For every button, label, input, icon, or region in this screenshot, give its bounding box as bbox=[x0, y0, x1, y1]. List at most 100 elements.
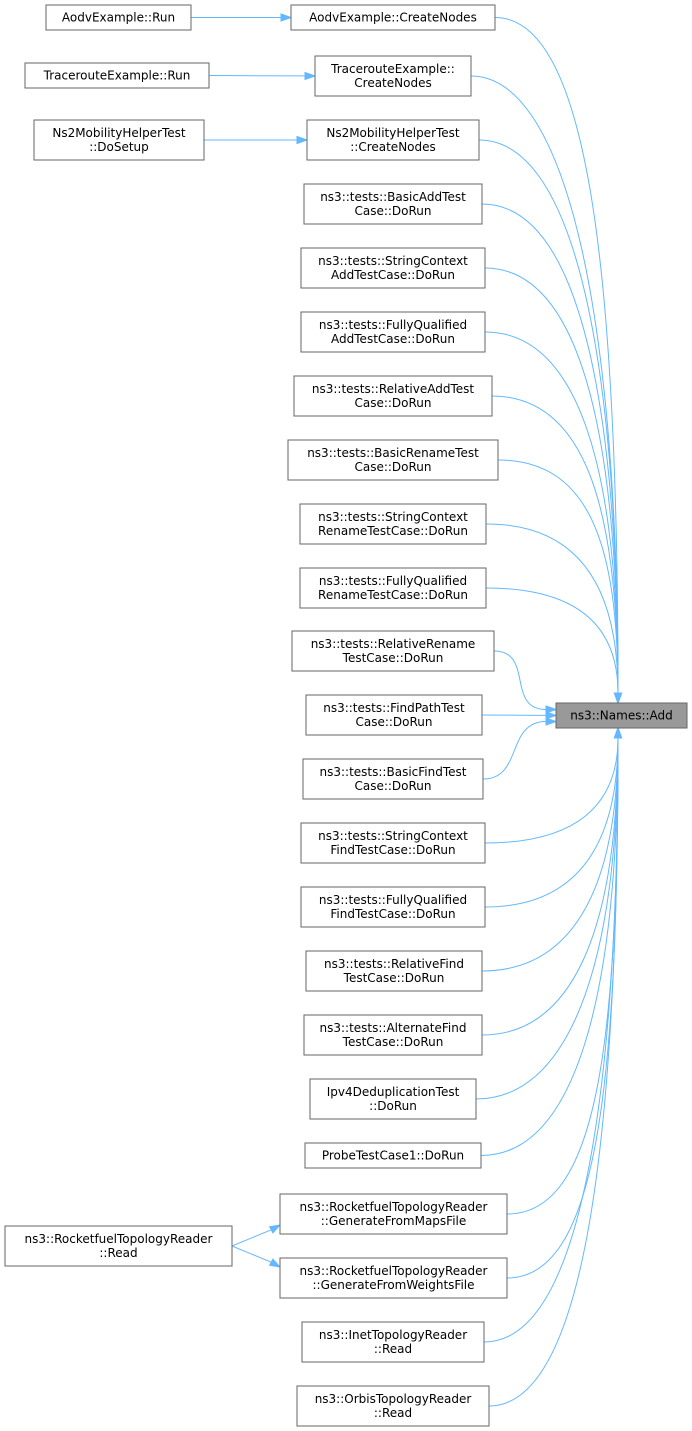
edge-ns2-setup-to-ns2-create bbox=[204, 135, 309, 145]
node-probe[interactable]: ProbeTestCase1::DoRun bbox=[304, 1142, 482, 1169]
edge-basic-add-to-add bbox=[481, 203, 623, 705]
node-label: Ns2MobilityHelperTest bbox=[52, 126, 186, 140]
arrowhead bbox=[545, 711, 558, 720]
edge-line bbox=[497, 459, 619, 694]
edge-line bbox=[485, 587, 619, 694]
node-ns2-create[interactable]: Ns2MobilityHelperTest::CreateNodes bbox=[306, 119, 480, 161]
node-label: Case::DoRun bbox=[355, 715, 432, 729]
node-label: ns3::tests::FindPathTest bbox=[323, 701, 465, 715]
edge-line bbox=[480, 737, 619, 1156]
node-label: ns3::tests::AlternateFind bbox=[320, 1021, 467, 1035]
edge-fq-add-to-add bbox=[484, 331, 623, 705]
node-label: ns3::InetTopologyReader bbox=[319, 1328, 467, 1342]
node-box bbox=[309, 1078, 477, 1120]
edge-line bbox=[491, 395, 619, 694]
node-add[interactable]: ns3::Names::Add bbox=[555, 702, 688, 729]
arrowhead bbox=[545, 705, 558, 714]
node-label: TracerouteExample::Run bbox=[43, 69, 191, 83]
node-trace-run[interactable]: TracerouteExample::Run bbox=[24, 62, 210, 89]
node-trace-create[interactable]: TracerouteExample::CreateNodes bbox=[314, 55, 472, 97]
edge-inet-read-to-add bbox=[483, 726, 623, 1343]
edge-line bbox=[483, 737, 619, 1343]
node-rf-read[interactable]: ns3::RocketfuelTopologyReader::Read bbox=[4, 1225, 233, 1267]
edge-alt-find-to-add bbox=[481, 726, 623, 1036]
edge-line bbox=[488, 737, 619, 1407]
node-inet-read[interactable]: ns3::InetTopologyReader::Read bbox=[301, 1321, 485, 1363]
node-strctx-add[interactable]: ns3::tests::StringContextAddTestCase::Do… bbox=[300, 247, 486, 289]
edge-strctx-add-to-add bbox=[484, 267, 623, 705]
node-orbis-read[interactable]: ns3::OrbisTopologyReader::Read bbox=[296, 1385, 490, 1427]
node-strctx-rename[interactable]: ns3::tests::StringContextRenameTestCase:… bbox=[299, 503, 487, 545]
node-aodv-create[interactable]: AodvExample::CreateNodes bbox=[290, 4, 496, 31]
node-label: Case::DoRun bbox=[354, 204, 431, 218]
node-box bbox=[301, 1321, 485, 1363]
node-rf-weights[interactable]: ns3::RocketfuelTopologyReader::GenerateF… bbox=[279, 1257, 508, 1299]
arrowhead bbox=[268, 1224, 282, 1234]
node-strctx-find[interactable]: ns3::tests::StringContextFindTestCase::D… bbox=[300, 822, 486, 864]
node-label: CreateNodes bbox=[354, 76, 431, 90]
edge-line bbox=[231, 1245, 272, 1263]
node-ipv4dedup[interactable]: Ipv4DeduplicationTest::DoRun bbox=[309, 1078, 477, 1120]
edge-line bbox=[484, 267, 619, 694]
node-label: RenameTestCase::DoRun bbox=[318, 588, 468, 602]
edge-line bbox=[478, 139, 619, 694]
edge-line bbox=[481, 203, 619, 694]
node-fq-rename[interactable]: ns3::tests::FullyQualifiedRenameTestCase… bbox=[299, 567, 487, 609]
arrowhead bbox=[613, 692, 623, 705]
node-box bbox=[305, 694, 483, 736]
edge-rel-find-to-add bbox=[481, 726, 623, 972]
edge-fq-rename-to-add bbox=[485, 587, 623, 705]
node-box bbox=[293, 375, 493, 417]
node-label: Ipv4DeduplicationTest bbox=[327, 1085, 460, 1099]
node-ns2-setup[interactable]: Ns2MobilityHelperTest::DoSetup bbox=[33, 119, 205, 161]
edge-line bbox=[493, 650, 547, 710]
node-rf-maps[interactable]: ns3::RocketfuelTopologyReader::GenerateF… bbox=[279, 1193, 508, 1235]
node-label: ProbeTestCase1::DoRun bbox=[322, 1149, 464, 1163]
edge-line bbox=[475, 737, 619, 1100]
edge-aodv-run-to-aodv-create bbox=[191, 13, 293, 22]
node-box bbox=[300, 247, 486, 289]
node-label: TestCase::DoRun bbox=[343, 971, 445, 985]
node-label: ns3::tests::FullyQualified bbox=[319, 574, 467, 588]
node-label: ::Read bbox=[374, 1406, 412, 1420]
node-box bbox=[303, 183, 483, 225]
node-label: TracerouteExample:: bbox=[330, 62, 455, 76]
edge-rf-maps-to-add bbox=[506, 726, 623, 1215]
node-label: Case::DoRun bbox=[354, 396, 431, 410]
node-box bbox=[555, 702, 688, 729]
arrowhead bbox=[613, 726, 623, 739]
edge-line bbox=[506, 737, 619, 1279]
node-rel-rename[interactable]: ns3::tests::RelativeRenameTestCase::DoRu… bbox=[291, 630, 495, 672]
arrowhead bbox=[304, 71, 317, 81]
node-label: ::CreateNodes bbox=[350, 140, 436, 154]
node-fq-add[interactable]: ns3::tests::FullyQualifiedAddTestCase::D… bbox=[300, 311, 486, 353]
node-label: ns3::RocketfuelTopologyReader bbox=[300, 1200, 488, 1214]
node-box bbox=[290, 4, 496, 31]
edge-line bbox=[484, 737, 619, 844]
arrowhead bbox=[296, 135, 309, 145]
edge-line bbox=[484, 331, 619, 694]
edge-line bbox=[231, 1229, 272, 1247]
node-box bbox=[296, 1385, 490, 1427]
node-label: FindTestCase::DoRun bbox=[330, 843, 455, 857]
node-box bbox=[300, 311, 486, 353]
arrowhead bbox=[268, 1258, 282, 1268]
node-label: ::GenerateFromMapsFile bbox=[321, 1214, 467, 1228]
edge-strctx-rename-to-add bbox=[485, 523, 623, 705]
edge-rf-read-to-rf-weights bbox=[231, 1245, 282, 1268]
node-box bbox=[304, 1142, 482, 1169]
node-aodv-run[interactable]: AodvExample::Run bbox=[45, 4, 192, 31]
node-fq-find[interactable]: ns3::tests::FullyQualifiedFindTestCase::… bbox=[300, 886, 486, 928]
node-label: AddTestCase::DoRun bbox=[331, 268, 455, 282]
node-label: Case::DoRun bbox=[354, 460, 431, 474]
edge-trace-create-to-add bbox=[470, 75, 623, 705]
edge-line bbox=[484, 737, 619, 908]
